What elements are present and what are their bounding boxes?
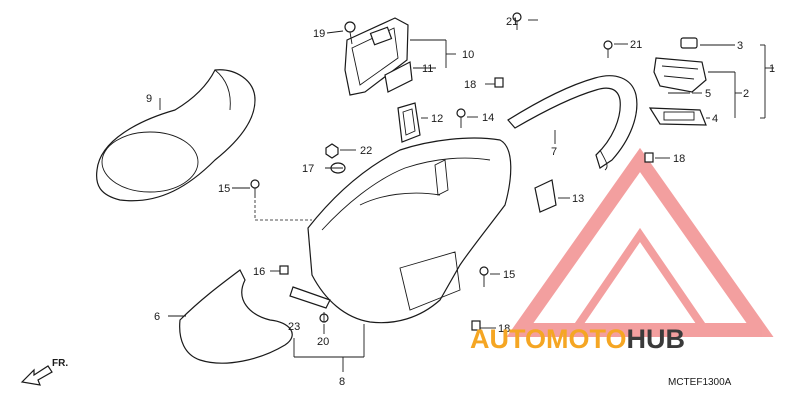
callout-13: 13 (572, 193, 584, 205)
callout-19: 19 (313, 28, 325, 40)
callout-20: 20 (317, 336, 329, 348)
part-6-fender (179, 269, 293, 364)
part-4-latch-plate (648, 107, 707, 126)
part-18-clip-a (494, 77, 504, 88)
watermark-text: AUTOMOTOHUB (470, 324, 685, 354)
callout-18-b: 18 (673, 153, 685, 165)
part-9-seat-pad (95, 69, 256, 202)
callout-8: 8 (339, 376, 345, 388)
callout-18-c: 18 (498, 323, 510, 335)
part-22-nut (325, 143, 339, 159)
part-20-screw (319, 312, 329, 323)
callout-1: 1 (769, 63, 775, 75)
callout-5: 5 (705, 88, 711, 100)
callout-10: 10 (462, 49, 474, 61)
part-13-clip (534, 179, 557, 213)
part-16-clip (279, 265, 289, 275)
callout-2: 2 (743, 88, 749, 100)
callout-6: 6 (154, 311, 160, 323)
callout-11: 11 (422, 63, 433, 75)
callout-4: 4 (712, 113, 718, 125)
part-7-carrier-frame (507, 75, 638, 171)
part-15-bolt-left (250, 179, 260, 198)
watermark-text-a: AUTOMOTO (470, 324, 627, 354)
callout-18-a: 18 (464, 79, 476, 91)
part-21-screw-a (512, 12, 522, 30)
watermark-logo-mark (506, 147, 774, 337)
part-18-clip-b (644, 152, 654, 163)
part-21-screw-b (603, 40, 613, 58)
callout-3: 3 (737, 40, 743, 52)
part-12-ring-frame (397, 102, 421, 143)
part-15-bolt-right (479, 266, 489, 287)
callout-23: 23 (288, 321, 300, 333)
callout-21-b: 21 (630, 39, 642, 51)
callout-7: 7 (551, 146, 557, 158)
callout-12: 12 (431, 113, 443, 125)
callout-numbers: 1 2 3 4 5 6 7 8 9 10 11 12 13 14 15 15 1… (146, 16, 775, 388)
leader-lines (159, 19, 774, 372)
part-8-storage-box (307, 137, 512, 324)
callout-17: 17 (302, 163, 314, 175)
part-2-latch-body (653, 57, 707, 93)
part-11-seal-pad (384, 61, 413, 93)
callout-21-a: 21 (506, 16, 518, 28)
callout-9: 9 (146, 93, 152, 105)
part-19-bolt (344, 21, 356, 45)
callout-15-left: 15 (218, 183, 230, 195)
watermark-text-b: HUB (627, 324, 686, 354)
front-arrow: FR. (20, 358, 68, 386)
part-18-clip-c (471, 320, 481, 331)
callout-16: 16 (253, 266, 265, 278)
part-3-latch-cover (680, 37, 698, 49)
callout-14: 14 (482, 112, 494, 124)
part-23-bracket (289, 286, 331, 309)
callout-15-right: 15 (503, 269, 515, 281)
diagram-code: MCTEF1300A (668, 377, 732, 388)
front-label: FR. (52, 358, 68, 369)
part-14-bolt (456, 108, 466, 128)
callout-22: 22 (360, 145, 372, 157)
